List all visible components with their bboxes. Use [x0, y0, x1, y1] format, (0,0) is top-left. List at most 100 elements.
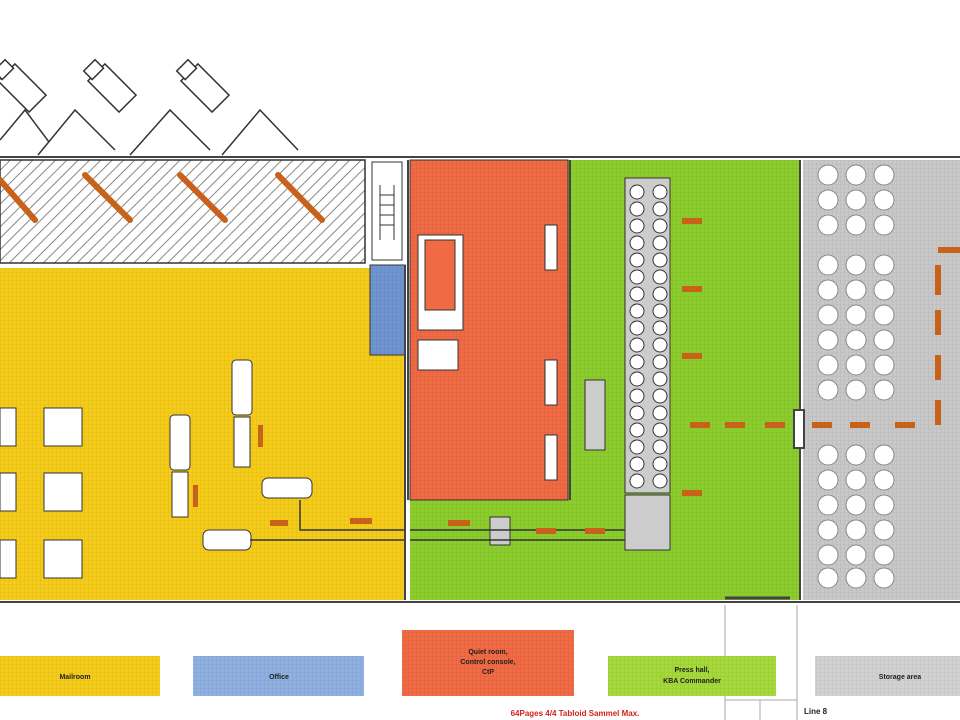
paper-roll	[817, 519, 839, 541]
press-unit-roll	[629, 473, 645, 489]
paper-roll	[845, 494, 867, 516]
paper-roll	[845, 329, 867, 351]
paper-roll	[845, 189, 867, 211]
truck-2	[82, 58, 138, 114]
press-unit-roll	[652, 320, 668, 336]
legend: Mailroom Office Quiet room, Control cons…	[0, 630, 960, 696]
paper-roll	[845, 164, 867, 186]
press-unit-roll	[629, 422, 645, 438]
paper-roll	[845, 567, 867, 589]
legend-press-hall: Press hall, KBA Commander	[608, 656, 776, 696]
press-unit-roll	[629, 388, 645, 404]
press-unit-roll	[629, 252, 645, 268]
press-unit-roll	[629, 218, 645, 234]
paper-roll	[873, 494, 895, 516]
dock-2	[37, 108, 116, 156]
dock-1	[0, 108, 56, 151]
press-unit-roll	[629, 405, 645, 421]
legend-storage-label: Storage area	[879, 674, 922, 681]
paper-roll	[873, 304, 895, 326]
press-unit-roll	[652, 218, 668, 234]
press-unit-roll	[629, 337, 645, 353]
paper-roll	[845, 254, 867, 276]
paper-roll	[817, 164, 839, 186]
paper-roll	[817, 279, 839, 301]
dock-4	[221, 108, 299, 156]
zone-quiet-room	[409, 159, 569, 501]
paper-roll	[873, 544, 895, 566]
press-unit-roll	[652, 405, 668, 421]
paper-roll	[817, 304, 839, 326]
truck-3	[175, 58, 231, 114]
press-unit-roll	[629, 201, 645, 217]
paper-roll	[817, 544, 839, 566]
press-unit-roll	[652, 388, 668, 404]
legend-storage: Storage area	[815, 656, 960, 696]
paper-roll	[817, 494, 839, 516]
dock-3	[129, 108, 211, 156]
line-label: Line 8	[804, 707, 828, 716]
press-unit-roll	[652, 439, 668, 455]
building-walls	[0, 156, 960, 603]
legend-mailroom: Mailroom	[0, 656, 160, 696]
press-unit-roll	[652, 422, 668, 438]
press-unit-roll	[629, 371, 645, 387]
legend-press-hall-label-1: Press hall,	[674, 667, 709, 674]
paper-roll	[845, 444, 867, 466]
legend-quiet-room-label-1: Quiet room,	[468, 649, 507, 656]
paper-roll	[873, 519, 895, 541]
paper-roll	[817, 254, 839, 276]
paper-roll	[845, 519, 867, 541]
paper-roll	[817, 329, 839, 351]
paper-roll	[873, 189, 895, 211]
press-unit-roll	[629, 439, 645, 455]
paper-roll	[817, 379, 839, 401]
paper-roll	[873, 379, 895, 401]
legend-mailroom-label: Mailroom	[59, 674, 90, 681]
press-unit-roll	[652, 473, 668, 489]
legend-office: Office	[193, 656, 364, 696]
zone-office	[369, 264, 406, 356]
paper-roll	[845, 214, 867, 236]
paper-roll	[817, 189, 839, 211]
paper-roll	[873, 279, 895, 301]
press-unit-roll	[652, 184, 668, 200]
press-unit-roll	[629, 456, 645, 472]
paper-roll	[873, 214, 895, 236]
legend-quiet-room-label-2: Control console,	[460, 659, 515, 666]
paper-roll	[817, 567, 839, 589]
paper-roll	[845, 304, 867, 326]
paper-roll	[845, 354, 867, 376]
loading-docks	[0, 58, 299, 156]
paper-roll	[845, 544, 867, 566]
legend-press-hall-label-2: KBA Commander	[663, 678, 721, 685]
press-unit-roll	[629, 184, 645, 200]
press-unit-roll	[652, 235, 668, 251]
press-unit-roll	[629, 286, 645, 302]
paper-roll	[873, 444, 895, 466]
press-unit-roll	[629, 269, 645, 285]
press-unit-roll	[652, 337, 668, 353]
press-unit-roll	[652, 303, 668, 319]
paper-roll	[817, 214, 839, 236]
loading-area	[0, 159, 403, 264]
paper-roll	[873, 469, 895, 491]
paper-roll	[873, 567, 895, 589]
paper-roll	[817, 469, 839, 491]
zone-mailroom	[0, 268, 405, 600]
press-unit-roll	[652, 456, 668, 472]
plan-title: 64Pages 4/4 Tabloid Sammel Max.	[511, 709, 640, 718]
press-unit-roll	[652, 354, 668, 370]
press-unit-roll	[652, 371, 668, 387]
flow-arrows	[193, 218, 960, 534]
press-unit-roll	[629, 235, 645, 251]
paper-roll	[873, 254, 895, 276]
paper-roll	[845, 279, 867, 301]
legend-quiet-room: Quiet room, Control console, CtP	[402, 630, 574, 696]
press-unit-roll	[652, 269, 668, 285]
press-unit-roll	[652, 252, 668, 268]
press-unit-roll	[652, 201, 668, 217]
paper-roll	[873, 329, 895, 351]
press-unit-roll	[652, 286, 668, 302]
